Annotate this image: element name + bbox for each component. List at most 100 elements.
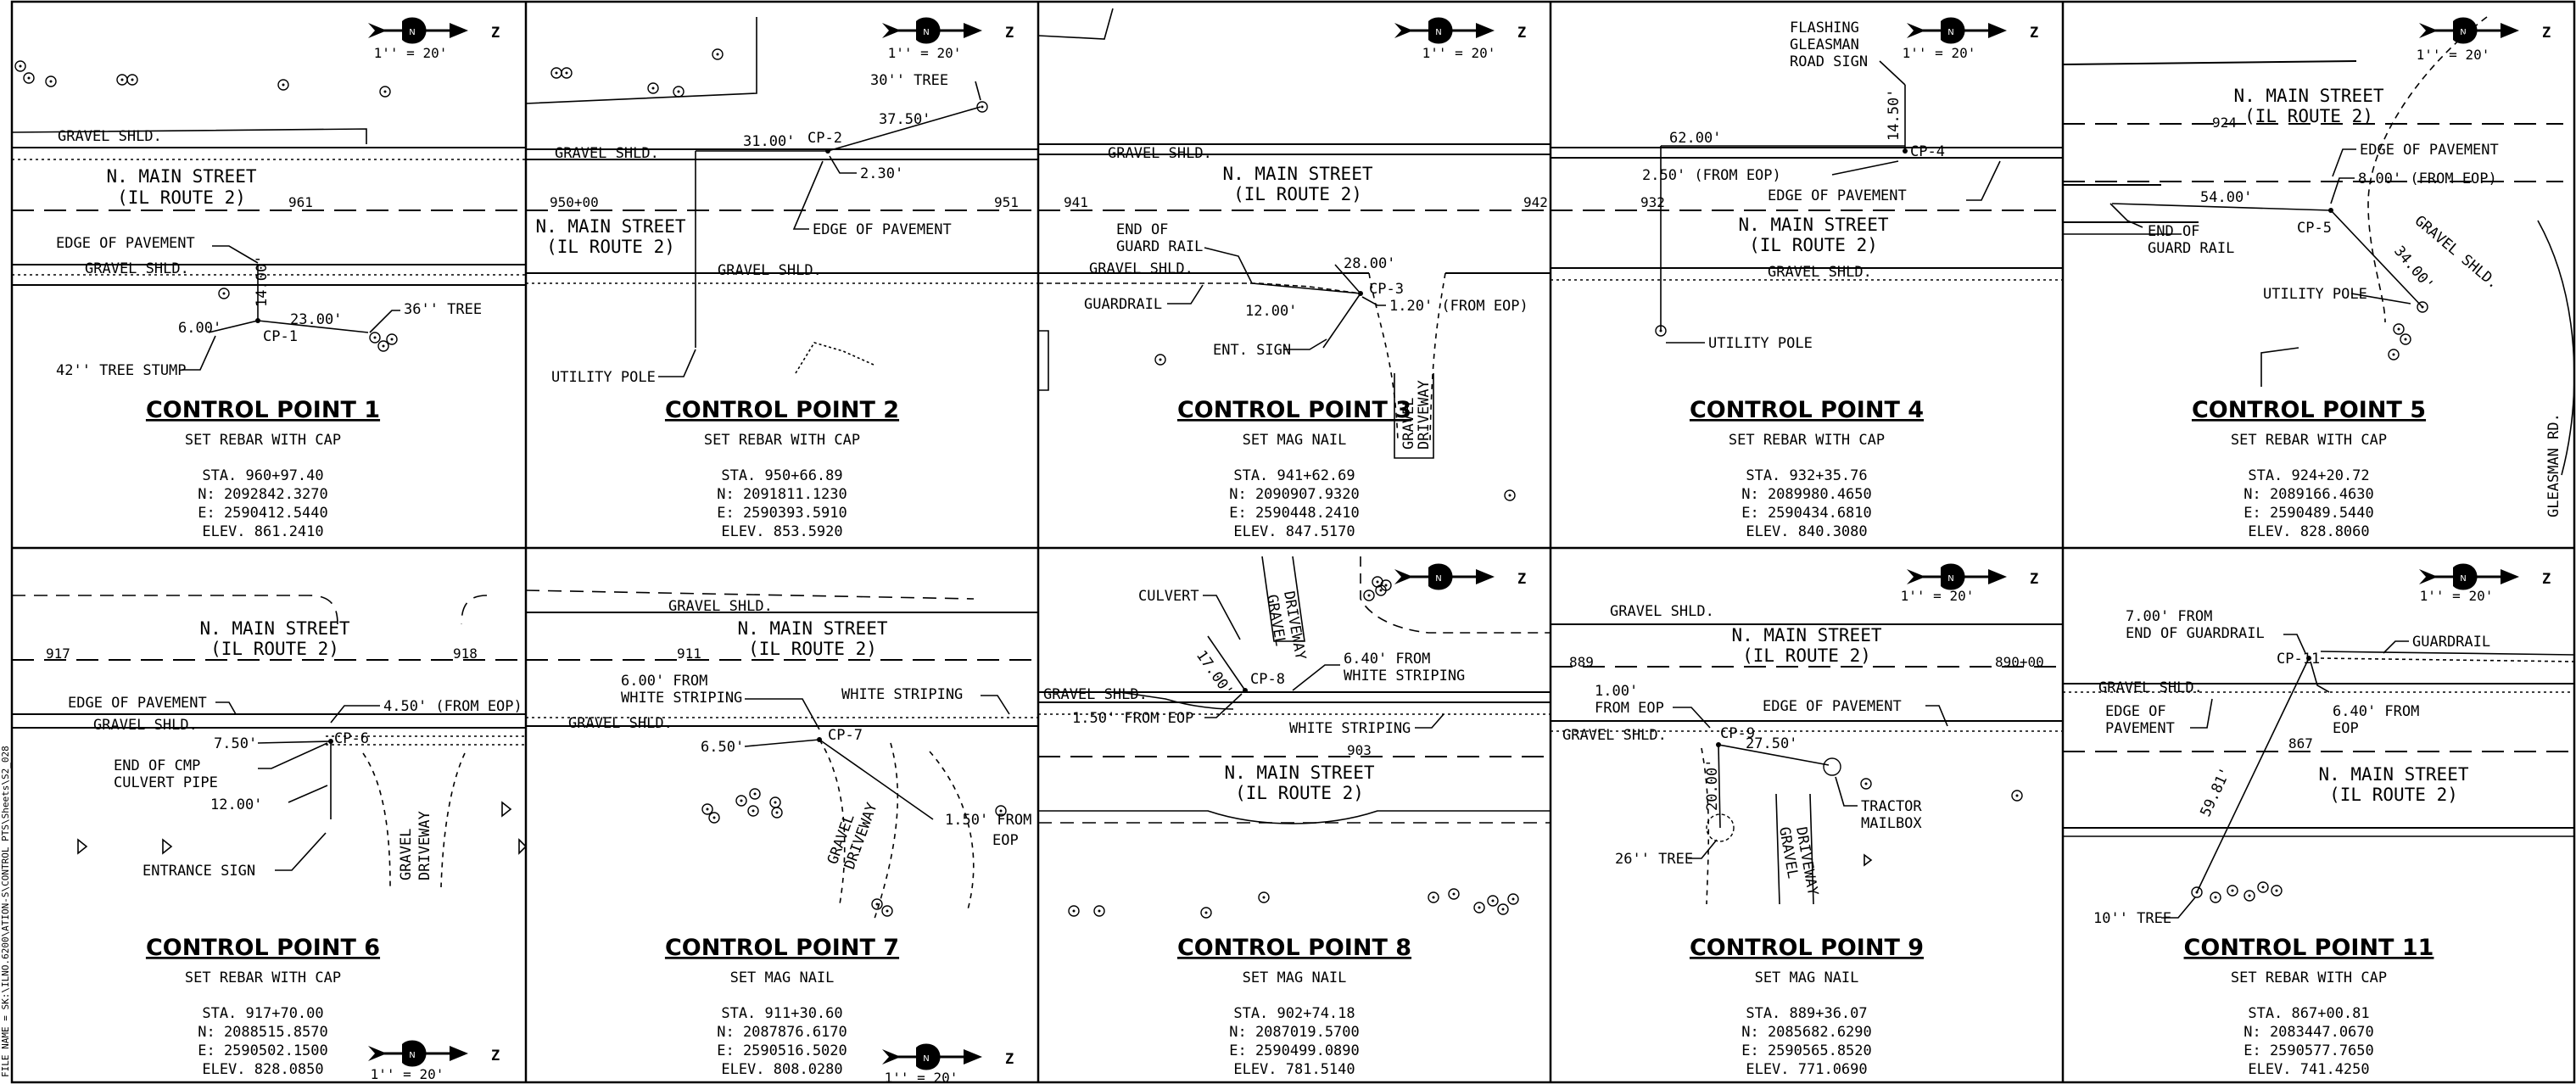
label: EDGE OF PAVEMENT xyxy=(68,695,207,712)
panel-title: CONTROL POINT 2 xyxy=(665,397,899,423)
panel-title: CONTROL POINT 8 xyxy=(1177,935,1411,961)
label: EDGE OF PAVEMENT xyxy=(1763,698,1902,715)
street-name: N. MAIN STREET xyxy=(535,216,685,237)
station-mark: 889 xyxy=(1569,654,1594,670)
scale-label: 1'' = 20' xyxy=(888,45,962,61)
station-mark: 924 xyxy=(2212,115,2237,131)
station-value: STA. 889+36.07 xyxy=(1746,1005,1867,1022)
panel-title: CONTROL POINT 6 xyxy=(146,935,380,961)
label: FLASHING xyxy=(1790,20,1859,36)
station-mark: 911 xyxy=(677,645,701,662)
street-route: (IL ROUTE 2) xyxy=(546,237,675,257)
dimension-label: 6.50' xyxy=(701,739,744,756)
elevation: ELEV. 840.3080 xyxy=(1746,523,1867,540)
dimension-label: 8.00' (FROM EOP) xyxy=(2358,170,2497,187)
easting: E: 2590502.1500 xyxy=(198,1042,328,1059)
scale-label: 1'' = 20' xyxy=(374,45,448,61)
panel-control-point-9: Z 1'' = 20' GRAVEL SHLD. N. MAIN STREET … xyxy=(1551,562,2063,1078)
dimension-label: 28.00' xyxy=(1344,255,1395,272)
label: GRAVEL SHLD. xyxy=(668,598,773,615)
scale-label: 1'' = 20' xyxy=(371,1066,444,1082)
street-name: N. MAIN STREET xyxy=(2233,86,2383,106)
street-route: (IL ROUTE 2) xyxy=(2244,106,2373,126)
cp-label: CP-1 xyxy=(263,328,298,345)
station-mark: 918 xyxy=(453,645,478,662)
label: GRAVEL SHLD. xyxy=(555,145,659,162)
set-type: SET REBAR WITH CAP xyxy=(2231,969,2387,986)
tree-symbols xyxy=(14,60,391,98)
north-arrow-icon xyxy=(1393,562,1496,591)
north-arrow-icon xyxy=(1905,562,2009,591)
dimension-label: 59.81' xyxy=(2197,765,2234,819)
label: GRAVEL SHLD. xyxy=(1610,603,1714,620)
easting: E: 2590489.5440 xyxy=(2244,505,2374,522)
station-mark: 867 xyxy=(2288,735,2313,752)
elevation: ELEV. 808.0280 xyxy=(721,1061,842,1078)
label: UTILITY POLE xyxy=(1708,335,1813,352)
dimension-label: 62.00' xyxy=(1669,130,1721,147)
label: WHITE STRIPING xyxy=(1289,720,1411,737)
north-letter: Z xyxy=(2542,25,2551,42)
north-letter: Z xyxy=(1005,1051,1014,1068)
label: GRAVEL SHLD. xyxy=(1043,686,1148,703)
label: GRAVEL SHLD. xyxy=(1108,145,1212,162)
label: END OF GUARDRAIL xyxy=(2126,625,2265,642)
street-route: (IL ROUTE 2) xyxy=(748,639,877,659)
set-type: SET REBAR WITH CAP xyxy=(2231,432,2387,449)
north-letter: Z xyxy=(2542,571,2551,588)
label: GRAVEL SHLD. xyxy=(58,128,162,145)
easting: E: 2590393.5910 xyxy=(717,505,847,522)
easting: E: 2590434.6810 xyxy=(1741,505,1872,522)
scale-label: 1'' = 20' xyxy=(1422,45,1496,61)
street-route: (IL ROUTE 2) xyxy=(1749,235,1878,255)
panel-control-point-2: Z 1'' = 20' GRAVEL SHLD. 31.00' CP-2 37.… xyxy=(525,16,1038,540)
cp-label: CP-8 xyxy=(1250,671,1285,688)
station-mark: 903 xyxy=(1347,742,1372,758)
station-mark: 951 xyxy=(994,194,1019,210)
label: ROAD SIGN xyxy=(1790,53,1868,70)
station-value: STA. 902+74.18 xyxy=(1233,1005,1355,1022)
dimension-label: 7.50' xyxy=(214,735,257,752)
station-value: STA. 950+66.89 xyxy=(721,467,842,484)
label: DRIVEWAY xyxy=(1416,380,1433,450)
label: GRAVEL SHLD. xyxy=(2098,679,2203,696)
dimension-label: 23.00' xyxy=(290,311,342,328)
northing: N: 2089980.4650 xyxy=(1741,486,1872,503)
dimension-label: 14.00' xyxy=(254,255,271,307)
panel-control-point-4: Z 1'' = 20' FLASHING GLEASMAN ROAD SIGN … xyxy=(1551,16,2063,540)
dimension-label: 14.50' xyxy=(1886,89,1903,141)
easting: E: 2590577.7650 xyxy=(2244,1042,2374,1059)
scale-label: 1'' = 20' xyxy=(2417,47,2490,63)
northing: N: 2088515.8570 xyxy=(198,1024,328,1041)
north-arrow-icon xyxy=(366,1039,470,1068)
label: GRAVEL SHLD. xyxy=(1768,264,1872,281)
station-value: STA. 924+20.72 xyxy=(2248,467,2369,484)
label: 26'' TREE xyxy=(1615,851,1693,868)
easting: E: 2590516.5020 xyxy=(717,1042,847,1059)
north-arrow-icon xyxy=(2417,562,2521,591)
file-name-note: FILE NAME = SK:\ILNO.6200\ATION-S\CONTRO… xyxy=(0,746,11,1077)
street-name: N. MAIN STREET xyxy=(2318,764,2468,785)
panel-title: CONTROL POINT 1 xyxy=(146,397,380,423)
cp-label: CP-11 xyxy=(2277,651,2320,668)
label: EDGE OF PAVEMENT xyxy=(1768,187,1907,204)
cp-label: CP-6 xyxy=(334,730,369,747)
set-type: SET MAG NAIL xyxy=(1243,432,1347,449)
cp-label: CP-5 xyxy=(2297,220,2332,237)
dimension-label: 6.00' xyxy=(178,320,221,337)
label: GRAVEL SHLD. xyxy=(1562,727,1667,744)
set-type: SET REBAR WITH CAP xyxy=(704,432,860,449)
panel-title: CONTROL POINT 5 xyxy=(2192,397,2426,423)
elevation: ELEV. 781.5140 xyxy=(1233,1061,1355,1078)
label: GRAVEL SHLD. xyxy=(93,717,198,734)
north-arrow-icon xyxy=(880,16,984,45)
easting: E: 2590565.8520 xyxy=(1741,1042,1872,1059)
panel-title: CONTROL POINT 11 xyxy=(2184,935,2434,961)
label: EDGE OF PAVEMENT xyxy=(2360,142,2499,159)
station-value: STA. 932+35.76 xyxy=(1746,467,1867,484)
street-route: (IL ROUTE 2) xyxy=(117,187,246,208)
north-letter: Z xyxy=(1517,571,1526,588)
panel-title: CONTROL POINT 3 xyxy=(1177,397,1411,423)
label: 6.00' FROM xyxy=(621,673,707,690)
